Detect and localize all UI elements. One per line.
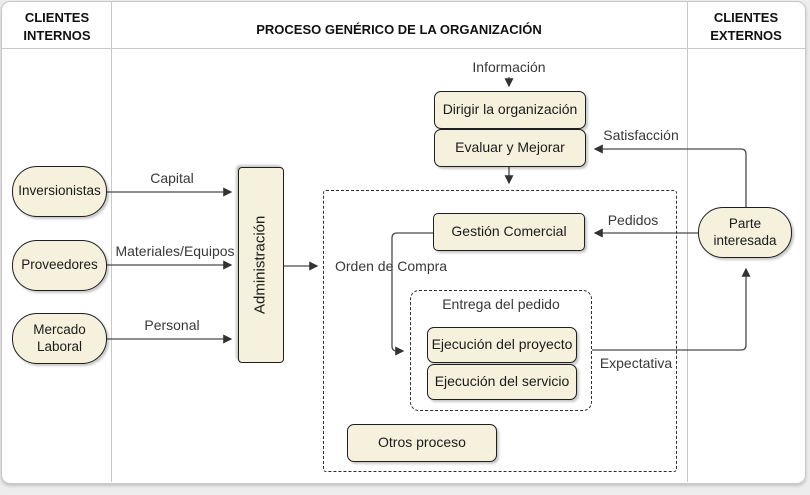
node-administracion: Administración bbox=[238, 167, 284, 363]
header-clientes-internos: CLIENTES INTERNOS bbox=[23, 10, 91, 43]
column-divider-right bbox=[687, 2, 689, 482]
label-pedidos: Pedidos bbox=[607, 212, 659, 228]
entrega-del-pedido-title: Entrega del pedido bbox=[442, 296, 560, 312]
header-clientes-externos: CLIENTES EXTERNOS bbox=[710, 10, 782, 43]
node-inversionistas: Inversionistas bbox=[12, 166, 107, 217]
label-expectativa: Expectativa bbox=[599, 355, 673, 371]
node-parte-interesada: Parte interesada bbox=[698, 207, 792, 258]
arrow-satisfaccion bbox=[593, 144, 747, 207]
node-proveedores: Proveedores bbox=[12, 240, 107, 291]
node-ejecucion-del-servicio: Ejecución del servicio bbox=[427, 364, 577, 400]
procesos-dashed-container bbox=[323, 190, 677, 472]
node-mercado-laboral: Mercado Laboral bbox=[12, 313, 107, 364]
diagram-card bbox=[1, 1, 806, 484]
node-dirigir-la-organizacion: Dirigir la organización bbox=[434, 91, 586, 129]
node-ejecucion-del-proyecto: Ejecución del proyecto bbox=[427, 327, 577, 363]
node-evaluar-y-mejorar: Evaluar y Mejorar bbox=[434, 129, 586, 167]
entrega-del-pedido-container bbox=[410, 290, 592, 411]
node-otros-proceso: Otros proceso bbox=[347, 424, 497, 462]
arrow-expectativa bbox=[592, 267, 751, 351]
label-capital: Capital bbox=[150, 170, 194, 186]
column-divider-left bbox=[111, 2, 113, 482]
label-satisfaccion: Satisfacción bbox=[603, 127, 679, 143]
label-informacion: Información bbox=[472, 59, 546, 75]
header-rule bbox=[2, 48, 805, 50]
arrow-orden-de-compra bbox=[391, 232, 434, 356]
header-proceso-generico: PROCESO GENÉRICO DE LA ORGANIZACIÓN bbox=[256, 22, 542, 37]
node-gestion-comercial: Gestión Comercial bbox=[433, 213, 585, 251]
label-personal: Personal bbox=[144, 317, 200, 333]
label-materiales-equipos: Materiales/Equipos bbox=[115, 243, 235, 259]
label-orden-de-compra: Orden de Compra bbox=[335, 258, 448, 274]
